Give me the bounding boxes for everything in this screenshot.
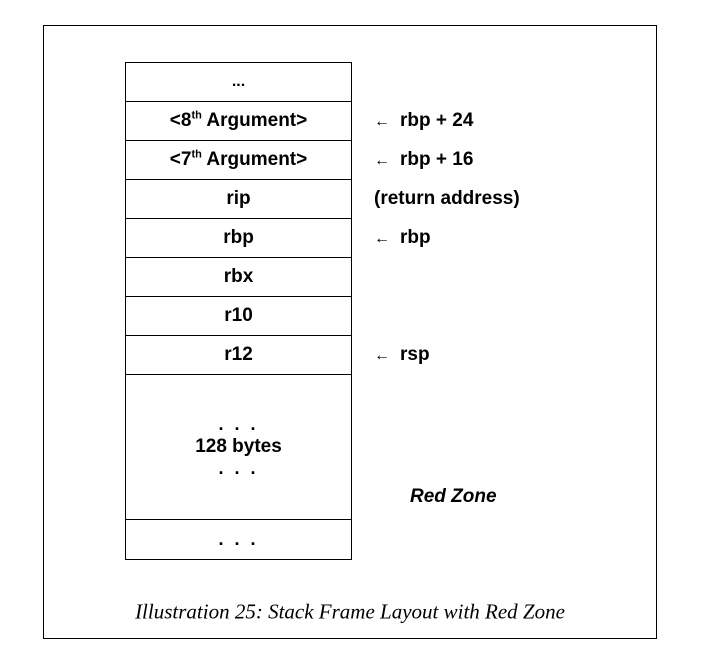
annotation-arg7-text: rbp + 16 — [400, 149, 474, 170]
bottom-ellipsis-text: . . . — [218, 529, 259, 549]
annotation-arg7: ← rbp + 16 — [374, 149, 473, 171]
rbp-label: rbp — [223, 227, 254, 248]
annotation-rip: (return address) — [374, 188, 520, 210]
red-zone-label: Red Zone — [410, 486, 497, 507]
arg7-suffix: Argument> — [201, 149, 308, 170]
stack-cell-rbp: rbp — [126, 219, 351, 258]
arg8-superscript: th — [191, 109, 202, 122]
stack-cell-top-ellipsis: ... — [126, 63, 351, 102]
red-zone-dots-bottom: . . . — [218, 458, 259, 479]
stack-cell-r12: r12 — [126, 336, 351, 375]
annotation-rbp: ← rbp — [374, 227, 431, 249]
figure-frame — [43, 25, 657, 639]
figure-caption: Illustration 25: Stack Frame Layout with… — [135, 599, 565, 624]
stack-cell-arg7: <7th Argument> — [126, 141, 351, 180]
ellipsis-text: ... — [231, 73, 246, 90]
annotation-rbp-text: rbp — [400, 227, 431, 248]
rip-label: rip — [226, 188, 251, 209]
arg8-suffix: Argument> — [201, 110, 308, 131]
r10-label: r10 — [224, 305, 253, 326]
stack-cell-rip: rip — [126, 180, 351, 219]
left-arrow-icon: ← — [374, 347, 390, 364]
left-arrow-icon: ← — [374, 152, 390, 169]
arg7-superscript: th — [191, 148, 202, 161]
red-zone-dots-top: . . . — [218, 414, 259, 434]
annotation-rip-text: (return address) — [374, 188, 520, 209]
arg7-prefix: <7 — [169, 149, 192, 170]
r12-label: r12 — [224, 344, 253, 365]
annotation-arg8-text: rbp + 24 — [400, 110, 474, 131]
left-arrow-icon: ← — [374, 113, 390, 130]
stack-cell-red-zone: . . . 128 bytes . . . — [126, 375, 351, 520]
rbx-label: rbx — [223, 266, 254, 287]
left-arrow-icon: ← — [374, 230, 390, 247]
arg8-label: <8th Argument> — [170, 110, 307, 132]
annotation-arg8: ← rbp + 24 — [374, 110, 473, 132]
annotation-rsp-text: rsp — [400, 344, 430, 365]
stack-cell-rbx: rbx — [126, 258, 351, 297]
stack-frame-diagram: ... <8th Argument> <7th Argument> rip rb… — [125, 62, 352, 560]
stack-cell-r10: r10 — [126, 297, 351, 336]
arg8-prefix: <8 — [169, 110, 192, 131]
annotation-rsp: ← rsp — [374, 344, 430, 366]
stack-cell-bottom-ellipsis: . . . — [126, 520, 351, 559]
stack-cell-arg8: <8th Argument> — [126, 102, 351, 141]
arg7-label: <7th Argument> — [170, 149, 307, 171]
red-zone-size-label: 128 bytes — [195, 435, 282, 457]
